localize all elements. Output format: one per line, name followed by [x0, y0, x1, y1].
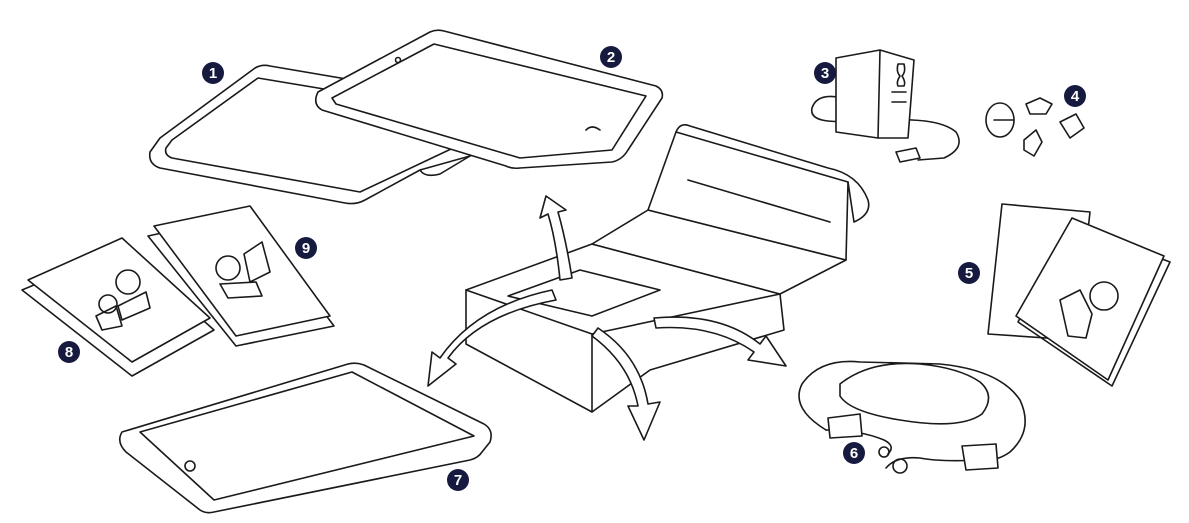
callout-badge-2: 2: [600, 46, 622, 68]
leaflets-icon: [987, 203, 1171, 387]
svg-text:7: 7: [454, 472, 462, 489]
open-box-icon: [465, 124, 870, 413]
callout-badge-8: 8: [58, 341, 80, 363]
callout-badge-7: 7: [447, 469, 469, 491]
callout-badge-3: 3: [814, 62, 836, 84]
tablet-icon: [118, 362, 492, 514]
charger-icon: [811, 49, 960, 163]
svg-text:8: 8: [65, 344, 73, 361]
callout-badge-4: 4: [1064, 85, 1086, 107]
callout-badge-9: 9: [295, 237, 317, 259]
neck-strap-icon: [798, 360, 1026, 474]
small-parts-icon: [985, 97, 1085, 157]
unpack-arrows: [427, 195, 787, 441]
booklet-icon: [147, 205, 335, 347]
tablet-case-frame-icon: [314, 29, 664, 170]
svg-text:6: 6: [850, 445, 858, 462]
svg-text:3: 3: [821, 65, 829, 82]
callout-badge-5: 5: [958, 262, 980, 284]
svg-text:2: 2: [607, 49, 615, 66]
svg-text:5: 5: [965, 265, 973, 282]
svg-text:1: 1: [209, 65, 217, 82]
callout-badge-1: 1: [202, 62, 224, 84]
booklet-icon: [21, 237, 215, 377]
callout-badge-6: 6: [843, 442, 865, 464]
svg-text:4: 4: [1071, 88, 1080, 105]
svg-text:9: 9: [302, 240, 310, 257]
